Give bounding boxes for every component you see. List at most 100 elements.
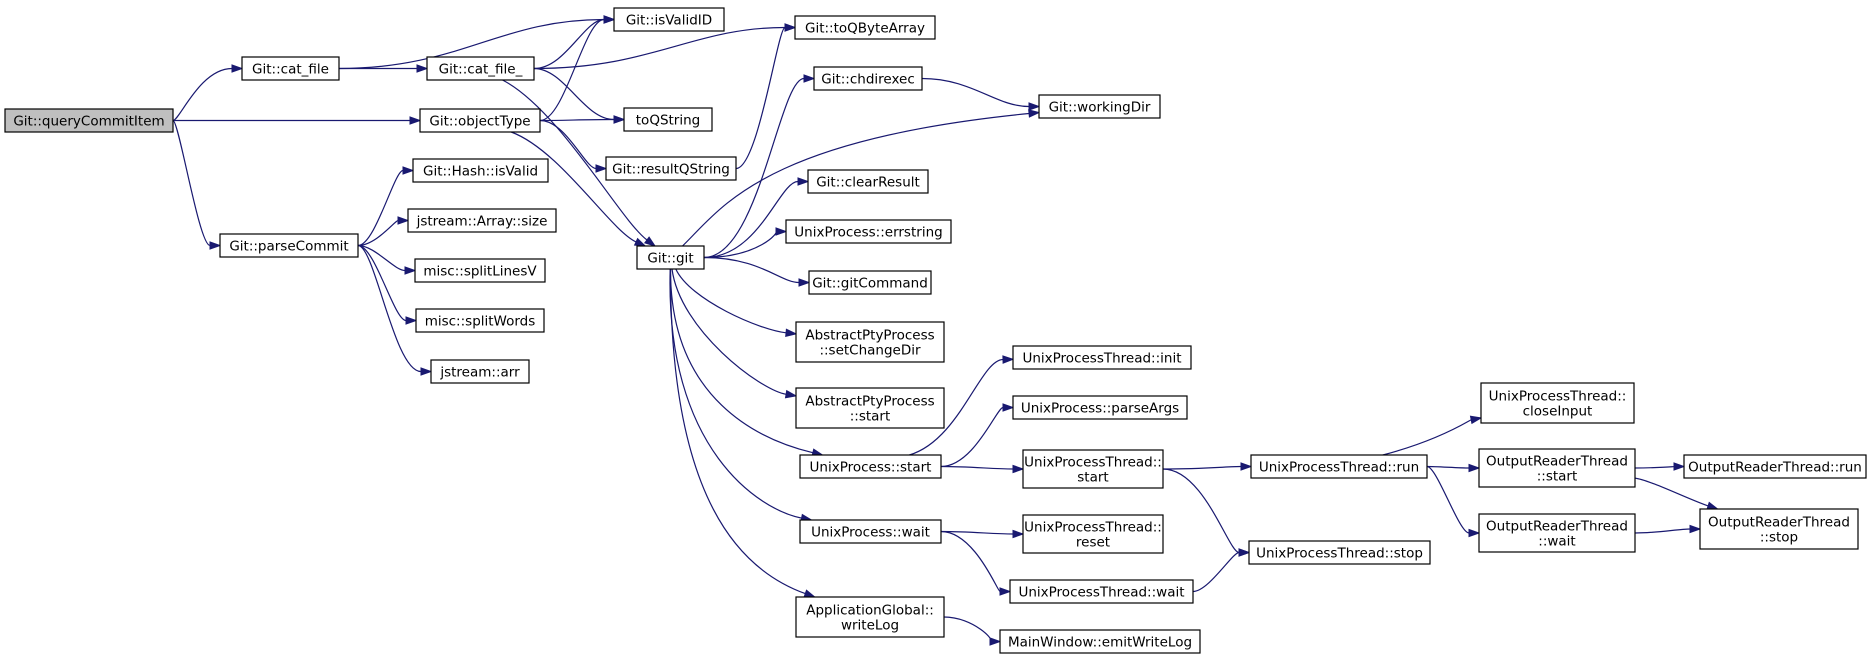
node-label: UnixProcessThread:: [1489, 389, 1627, 405]
node-box [1022, 449, 1164, 489]
node-box [4, 108, 174, 133]
edge-line [669, 268, 813, 454]
nodes-layer: Git::queryCommitItem Git::cat_fileGit::ob… [4, 7, 1867, 654]
node-queryCommitItem[interactable]: Git::queryCommitItem [4, 108, 174, 133]
node-box [795, 596, 945, 638]
node-label: toQString [636, 113, 700, 129]
node-uptInit[interactable]: UnixProcessThread::init [1012, 345, 1192, 370]
node-toQString[interactable]: toQString [623, 107, 713, 132]
node-emitWriteLog[interactable]: MainWindow::emitWriteLog [999, 629, 1201, 654]
node-label: Git::gitCommand [812, 276, 928, 292]
edge-cat_file-to-cat_file_ [338, 64, 429, 73]
node-splitWords[interactable]: misc::splitWords [415, 308, 545, 333]
node-label: Git::workingDir [1049, 100, 1151, 116]
edge-git-to-aptyStart [671, 268, 798, 399]
node-uptWait[interactable]: UnixProcessThread::wait [1009, 579, 1194, 604]
edge-line [510, 131, 637, 243]
node-splitLinesV[interactable]: misc::splitLinesV [414, 258, 546, 283]
node-box [999, 629, 1201, 654]
node-resultQString[interactable]: Git::resultQString [605, 156, 737, 181]
edge-line [533, 18, 605, 70]
node-gitCommand[interactable]: Git::gitCommand [808, 270, 932, 295]
node-parseArgs[interactable]: UnixProcess::parseArgs [1012, 395, 1188, 420]
node-git[interactable]: Git::git [636, 245, 705, 270]
node-box [414, 258, 546, 283]
edge-line [357, 244, 422, 373]
node-ortRun[interactable]: OutputReaderThread::run [1683, 454, 1867, 479]
node-label: OutputReaderThread [1708, 515, 1850, 531]
node-clearResult[interactable]: Git::clearResult [807, 169, 929, 194]
arrowhead-icon [603, 15, 616, 24]
node-label: OutputReaderThread [1486, 519, 1628, 535]
node-upStart[interactable]: UnixProcess::start [799, 454, 942, 479]
node-ortWait[interactable]: OutputReaderThread::wait [1478, 513, 1636, 553]
node-label: Git::resultQString [612, 162, 730, 178]
edge-line [671, 268, 787, 395]
edge-queryCommitItem-to-objectType [173, 116, 422, 125]
edge-queryCommitItem-to-cat_file [172, 64, 244, 122]
node-ortStart[interactable]: OutputReaderThread::start [1478, 448, 1636, 488]
edge-cat_file_-to-git [502, 79, 657, 247]
node-box [785, 219, 952, 244]
edge-parseCommit-to-splitLinesV [357, 244, 417, 275]
node-errstring[interactable]: UnixProcess::errstring [785, 219, 952, 244]
node-label: misc::splitLinesV [423, 264, 537, 280]
node-chdirexec[interactable]: Git::chdirexec [813, 66, 923, 91]
node-uptRun[interactable]: UnixProcessThread::run [1250, 454, 1428, 479]
edge-upStart-to-uptStart [940, 464, 1025, 474]
edge-ortStart-to-ortRun [1634, 462, 1686, 471]
node-uptStart[interactable]: UnixProcessThread::start [1022, 449, 1164, 489]
node-label: Git::git [647, 251, 693, 267]
node-box [407, 208, 557, 233]
node-toQByteArray[interactable]: Git::toQByteArray [794, 15, 936, 40]
node-label: reset [1076, 535, 1110, 551]
arrowhead-icon [643, 236, 657, 247]
node-aptyStart[interactable]: AbstractPtyProcess::start [795, 387, 945, 429]
edges-layer [172, 15, 1720, 646]
node-cat_file[interactable]: Git::cat_file [241, 56, 340, 81]
edge-line [172, 67, 233, 122]
node-uptReset[interactable]: UnixProcessThread::reset [1022, 514, 1164, 554]
node-setChangeDir[interactable]: AbstractPtyProcess::setChangeDir [795, 321, 945, 363]
node-box [241, 56, 340, 81]
node-label: UnixProcessThread::run [1259, 460, 1419, 476]
node-workingDir[interactable]: Git::workingDir [1038, 94, 1161, 119]
node-label: UnixProcessThread::wait [1018, 585, 1184, 601]
node-closeInput[interactable]: UnixProcessThread::closeInput [1480, 382, 1635, 424]
arrowhead-icon [784, 389, 798, 399]
node-isValidID[interactable]: Git::isValidID [613, 7, 725, 32]
node-label: UnixProcessThread::init [1022, 351, 1181, 367]
node-box [636, 245, 705, 270]
edge-uptRun-to-ortWait [1426, 465, 1481, 538]
node-writeLog[interactable]: ApplicationGlobal::writeLog [795, 596, 945, 638]
node-label: ApplicationGlobal:: [806, 603, 934, 619]
node-hashIsValid[interactable]: Git::Hash::isValid [412, 158, 549, 183]
edge-line [1162, 465, 1242, 470]
arrowhead-icon [775, 227, 788, 236]
node-label: MainWindow::emitWriteLog [1008, 635, 1192, 651]
arrowhead-icon [409, 116, 422, 125]
node-label: OutputReaderThread [1486, 454, 1628, 470]
node-label: UnixProcess::start [810, 460, 932, 476]
node-arr[interactable]: jstream::arr [430, 359, 530, 384]
node-cat_file_[interactable]: Git::cat_file_ [426, 56, 535, 81]
node-upWait[interactable]: UnixProcess::wait [799, 519, 942, 544]
edge-line [703, 256, 800, 284]
node-box [808, 270, 932, 295]
node-uptStop[interactable]: UnixProcessThread::stop [1248, 540, 1431, 565]
edge-line [675, 268, 787, 334]
edge-ortStart-to-ortStop [1634, 477, 1720, 510]
node-parseCommit[interactable]: Git::parseCommit [219, 233, 359, 258]
edge-line [703, 77, 805, 259]
node-box [1022, 514, 1164, 554]
edge-line [1634, 528, 1691, 534]
node-box [1009, 579, 1194, 604]
node-arraySize[interactable]: jstream::Array::size [407, 208, 557, 233]
node-label: AbstractPtyProcess [805, 328, 934, 344]
node-ortStop[interactable]: OutputReaderThread::stop [1699, 508, 1859, 550]
arrowhead-icon [1028, 109, 1041, 118]
node-label: start [1077, 470, 1108, 486]
node-box [426, 56, 535, 81]
node-objectType[interactable]: Git::objectType [419, 108, 541, 133]
